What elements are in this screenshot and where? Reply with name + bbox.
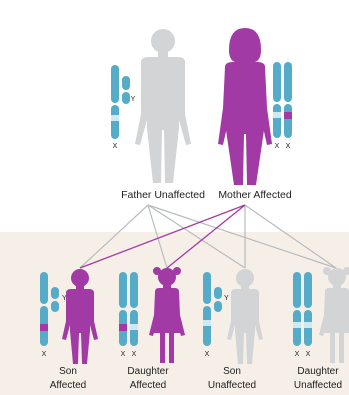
chromosome-label-x: X xyxy=(42,351,47,358)
mother-label: Mother Affected xyxy=(218,189,292,201)
x-chromosome-icon xyxy=(284,62,292,138)
chromosome-label-x: X xyxy=(113,143,118,150)
daughter-unaffected-label-line1: Daughter xyxy=(297,366,339,377)
father-label: Father Unaffected xyxy=(121,189,205,201)
father-figure xyxy=(135,29,191,183)
chromosome-label-x: X xyxy=(306,351,311,358)
daughter-affected-label-line1: Daughter xyxy=(127,366,169,377)
chromosome-label-x: X xyxy=(295,351,300,358)
chromosome-label-y: Y xyxy=(224,295,229,302)
chromosome-label-x: X xyxy=(121,351,126,358)
son-affected-label-line2: Affected xyxy=(50,380,87,391)
chromosome-label-x: X xyxy=(205,351,210,358)
mother-figure xyxy=(218,28,272,185)
father-chromosomes: X Y xyxy=(111,65,136,150)
chromosome-label-x: X xyxy=(286,143,291,150)
x-chromosome-icon xyxy=(111,65,119,139)
chromosome-label-y: Y xyxy=(131,96,136,103)
daughter-unaffected-label-line2: Unaffected xyxy=(294,380,342,391)
x-chromosome-mutated-icon xyxy=(273,62,281,138)
son-unaffected-label-line1: Son xyxy=(223,366,241,377)
son-affected-label-line1: Son xyxy=(59,366,77,377)
chromosome-label-x: X xyxy=(132,351,137,358)
son-unaffected-label-line2: Unaffected xyxy=(208,380,256,391)
mother-chromosomes: X X xyxy=(273,62,292,150)
chromosome-label-x: X xyxy=(275,143,280,150)
daughter-affected-label-line2: Affected xyxy=(130,380,167,391)
y-chromosome-icon xyxy=(122,76,130,104)
